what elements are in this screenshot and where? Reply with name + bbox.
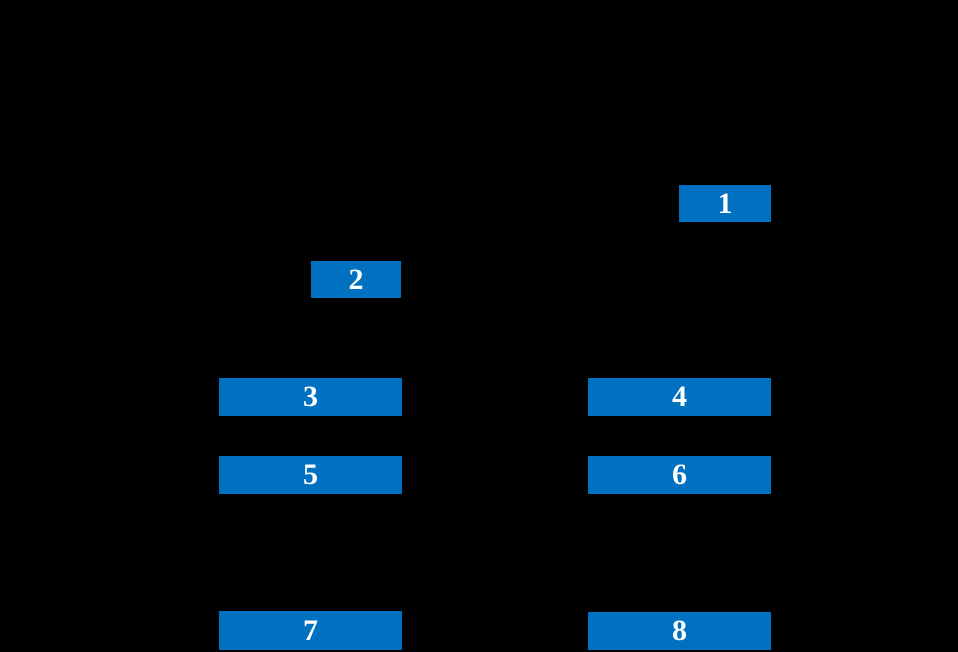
step-box-2: 2 <box>311 261 401 298</box>
step-number: 4 <box>672 380 687 413</box>
step-number: 8 <box>672 614 687 647</box>
step-number: 2 <box>348 262 364 296</box>
step-box-5: 5 <box>219 456 402 494</box>
step-box-7: 7 <box>219 611 402 650</box>
step-box-1: 1 <box>679 185 771 222</box>
step-box-6: 6 <box>588 456 771 494</box>
step-box-8: 8 <box>588 612 771 650</box>
step-number: 1 <box>717 186 733 220</box>
step-number: 6 <box>672 458 687 491</box>
step-box-4: 4 <box>588 378 771 416</box>
step-number: 3 <box>303 380 318 413</box>
step-number: 5 <box>303 458 318 491</box>
step-box-3: 3 <box>219 378 402 416</box>
step-number: 7 <box>303 613 318 647</box>
